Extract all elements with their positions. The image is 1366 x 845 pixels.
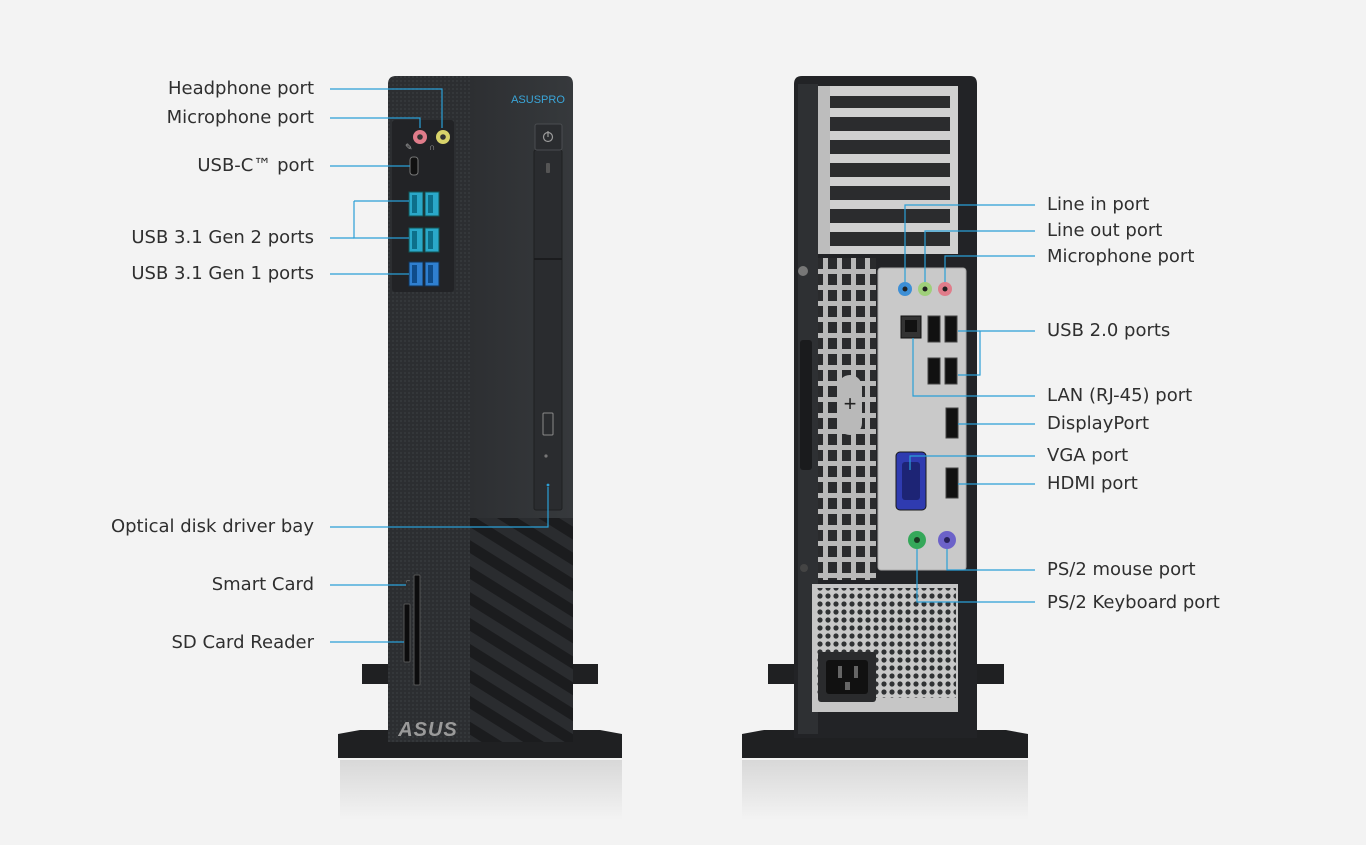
smart-card-slot[interactable] [413,574,421,686]
label-vga-port: VGA port [1047,445,1129,466]
microphone-icon: ✎ [405,142,413,152]
screw [800,564,808,572]
usb-2-port[interactable] [927,357,941,385]
optical-bay-recess [533,149,563,511]
front-usb-gen2-ports [408,191,440,253]
front-striped-grille [470,518,573,742]
smart-card-icon: ⌐ [406,578,410,585]
rear-stand-right-foot [976,664,1004,684]
label-sd-card-reader: SD Card Reader [171,632,314,653]
front-stand-right-foot [572,664,598,684]
expansion-slot-covers [830,96,950,246]
rear-view: + [742,76,1028,820]
thumb-screw [798,266,808,276]
label-front-mic-port: Microphone port [166,107,314,128]
label-hdmi-port: HDMI port [1047,473,1138,494]
label-lan-port: LAN (RJ-45) port [1047,385,1193,406]
label-ps2-mouse-port: PS/2 mouse port [1047,559,1196,580]
optical-bay-anchor [546,483,550,487]
eject-button[interactable] [542,412,554,436]
label-usb-c-port: USB-C™ port [197,155,314,176]
rear-reflection [742,760,1028,820]
usb-2-port[interactable] [944,357,958,385]
rear-handle-slot [800,340,812,470]
label-usb-2-ports: USB 2.0 ports [1047,320,1171,341]
front-view: ✎ ∩ ASUSPRO [338,76,622,820]
hdmi-port[interactable] [945,467,959,499]
front-stand-left-foot [362,664,390,684]
label-optical-bay: Optical disk driver bay [110,516,314,537]
front-reflection [340,760,622,820]
callout-lines [330,88,1035,643]
usb-2-port[interactable] [944,315,958,343]
displayport-port[interactable] [945,407,959,439]
headphone-icon: ∩ [429,142,435,152]
label-rear-mic-port: Microphone port [1047,246,1195,267]
asuspro-badge: ASUSPRO [511,94,565,106]
label-usb-gen2-ports: USB 3.1 Gen 2 ports [131,227,314,248]
emergency-eject-hole [544,454,548,458]
usb-2-port[interactable] [927,315,941,343]
activity-led [546,163,550,173]
optical-bay-seam [534,258,562,260]
asus-logo: ASUS [397,719,458,741]
rear-vent-plus-cap [838,375,862,435]
label-usb-gen1-ports: USB 3.1 Gen 1 ports [131,263,314,284]
front-usb-c-port[interactable] [409,156,419,176]
expansion-bracket-edge [818,86,830,254]
sd-card-slot[interactable] [403,603,411,663]
label-line-out-port: Line out port [1047,220,1163,241]
label-ps2-keyboard-port: PS/2 Keyboard port [1047,592,1220,613]
rear-stand-left-foot [768,664,796,684]
plus-icon: + [844,391,857,416]
label-smart-card: Smart Card [211,574,314,595]
label-displayport: DisplayPort [1047,413,1150,434]
label-headphone-port: Headphone port [167,78,314,99]
label-line-in-port: Line in port [1047,194,1150,215]
